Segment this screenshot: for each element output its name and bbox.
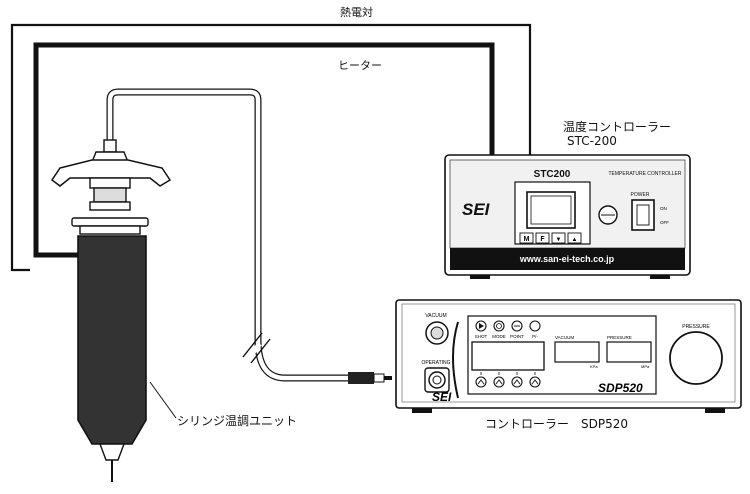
stc200-off-label: OFF [660, 220, 669, 225]
stc200-on-label: ON [660, 206, 667, 211]
stc200-brand-logo: SEI [462, 200, 491, 219]
syringe-leader [149, 381, 177, 419]
svg-text:F: F [540, 236, 545, 243]
stc200-controller: www.san-ei-tech.co.jp SEI STC200 TEMPERA… [444, 154, 691, 279]
stc200-power-label: POWER [631, 192, 650, 198]
heater-wire [33, 42, 495, 258]
thermocouple-wire [10, 23, 532, 272]
svg-text:P/-: P/- [532, 334, 538, 339]
sdp520-up-4[interactable] [529, 376, 541, 388]
sdp520-up-buttons [475, 376, 541, 388]
svg-text:M: M [524, 236, 530, 243]
sdp520-controller: VACUUM OPERATING SEI SHOT MODE POINT P/- [395, 299, 742, 413]
stc200-model: STC200 [534, 169, 571, 180]
sdp520-vacuum-display-label: VACUUM [555, 335, 574, 340]
svg-text:KPa: KPa [590, 364, 598, 369]
svg-text:▼: ▼ [556, 237, 562, 243]
stc200-subtitle: TEMPERATURE CONTROLLER [609, 171, 682, 177]
dispense-controller-label: コントローラー SDP520 [485, 417, 628, 431]
tube-connector [348, 372, 392, 384]
sdp520-up-3[interactable] [511, 376, 523, 388]
stc200-key-down[interactable] [551, 232, 566, 244]
sdp520-up-1[interactable] [475, 376, 487, 388]
sdp520-up-2[interactable] [493, 376, 505, 388]
svg-text:SHOT: SHOT [475, 334, 488, 339]
thermocouple-label: 熱電対 [340, 6, 373, 19]
stc200-key-up[interactable] [567, 232, 582, 244]
stc200-key-f[interactable] [535, 232, 550, 244]
sdp520-operating-label: OPERATING [421, 360, 450, 366]
svg-text:MPa: MPa [641, 364, 650, 369]
stc200-keypad: M F ▼ ▲ [519, 232, 582, 244]
svg-text:POINT: POINT [510, 334, 524, 339]
sdp520-pressure-display [606, 341, 652, 363]
sdp520-p-button[interactable] [529, 320, 541, 332]
svg-text:▲: ▲ [572, 237, 578, 243]
heater-label: ヒーター [338, 59, 382, 72]
syringe-unit [50, 139, 172, 482]
temp-controller-model-label: STC-200 [567, 134, 617, 148]
syringe-unit-label: シリンジ温調ユニット [177, 414, 298, 428]
sdp520-pressure-knob-label: PRESSURE [682, 324, 710, 330]
sdp520-vacuum-knob-label: VACUUM [425, 313, 446, 319]
tube-break-mark [242, 332, 271, 364]
sdp520-pressure-display-label: PRESSURE [607, 335, 632, 340]
stc200-website: www.san-ei-tech.co.jp [519, 254, 615, 264]
sdp520-model: SDP520 [598, 381, 643, 395]
temp-controller-label: 温度コントローラー [563, 120, 672, 134]
sdp520-pressure-knob[interactable] [669, 331, 723, 385]
svg-text:MODE: MODE [492, 334, 506, 339]
stc200-key-m[interactable] [519, 232, 534, 244]
sdp520-brand-logo: SEI [432, 390, 452, 404]
sdp520-vacuum-display [554, 341, 600, 363]
